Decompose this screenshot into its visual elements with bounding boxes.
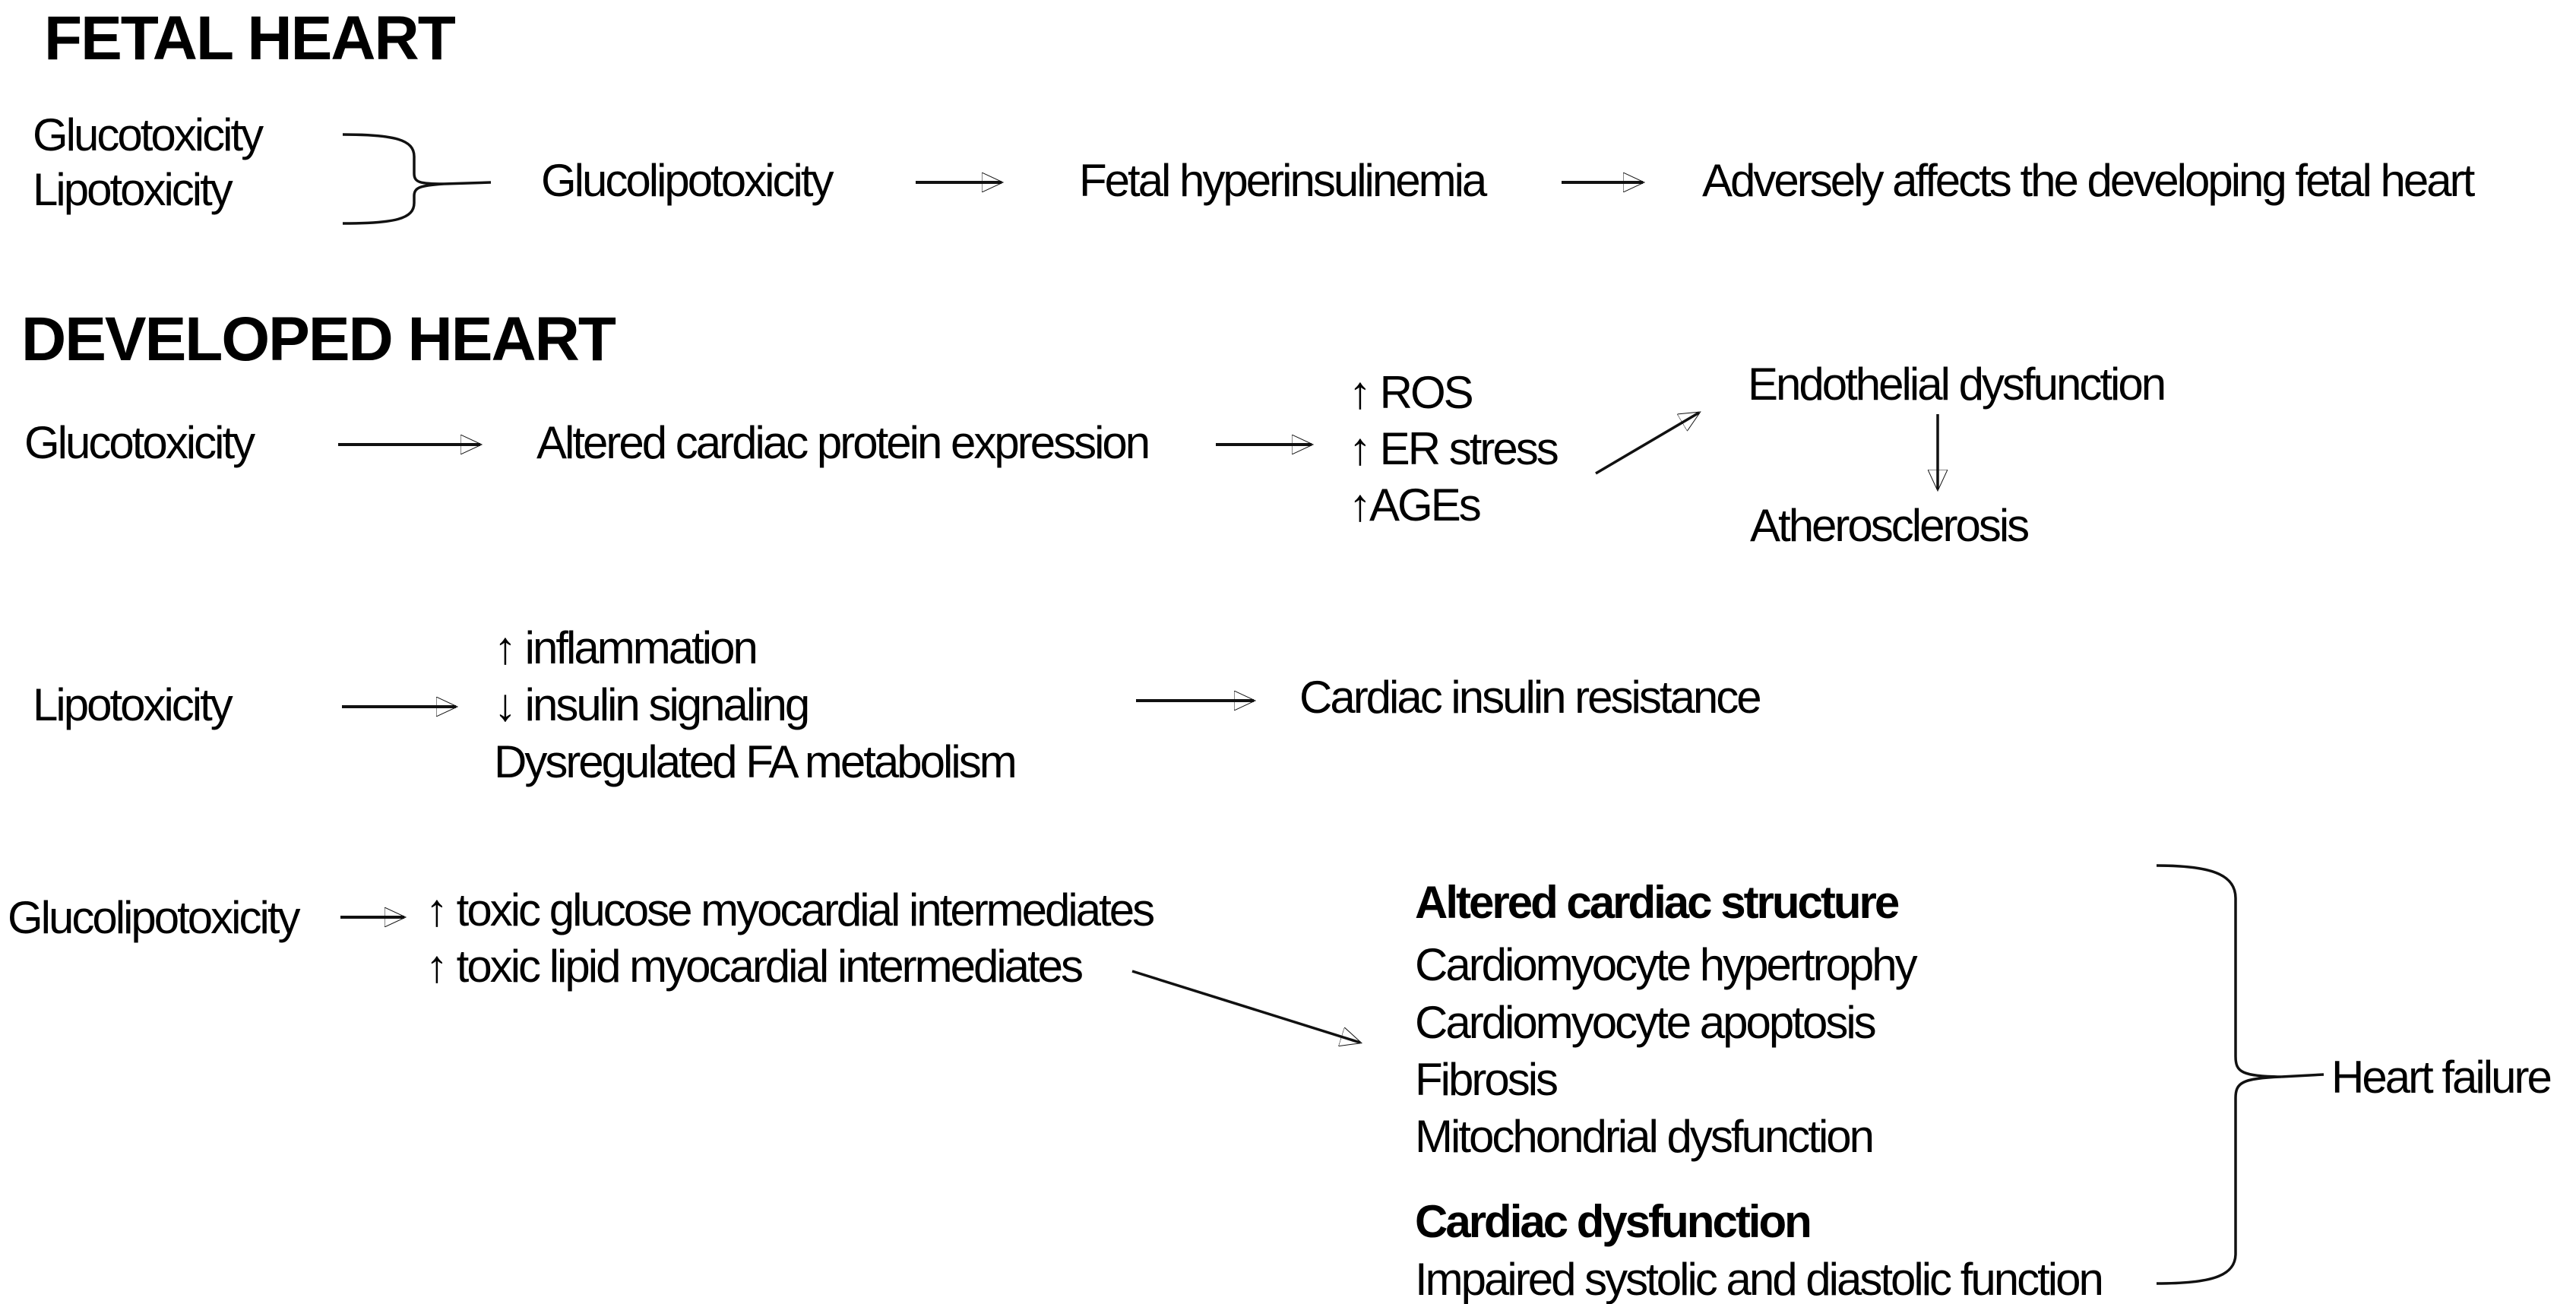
cardiomyocyte-hypertrophy-label: Cardiomyocyte hypertrophy [1415,939,1918,990]
fetal-outcome-label: Adversely affects the developing fetal h… [1702,155,2475,206]
developed-glucolipotoxicity-label: Glucolipotoxicity [8,892,301,943]
developed-lipotoxicity-label: Lipotoxicity [33,679,233,730]
fetal-glucolipotoxicity-label: Glucolipotoxicity [541,155,834,206]
impaired-function-label: Impaired systolic and diastolic function [1415,1254,2104,1304]
fetal-lipotoxicity-label: Lipotoxicity [33,164,233,215]
fetal-heart-title: FETAL HEART [44,4,456,73]
cardiac-dysfunction-header: Cardiac dysfunction [1415,1196,1812,1247]
fibrosis-label: Fibrosis [1415,1054,1559,1105]
ros-effect-label: ↑ ROS [1349,367,1474,418]
ages-effect-label: ↑AGEs [1349,480,1482,530]
altered-cardiac-structure-header: Altered cardiac structure [1415,877,1900,928]
cardiac-insulin-resistance-label: Cardiac insulin resistance [1299,672,1762,723]
endothelial-dysfunction-label: Endothelial dysfunction [1748,359,2166,410]
arrow-effects-to-endothelial-dysfunction [1595,413,1699,475]
inflammation-effect-label: ↑ inflammation [494,622,758,673]
arrow-intermediates-to-cardiac-structure [1131,970,1360,1043]
atherosclerosis-label: Atherosclerosis [1750,500,2030,551]
toxic-lipid-intermediates-label: ↑ toxic lipid myocardial intermediates [426,941,1084,992]
er-stress-effect-label: ↑ ER stress [1349,423,1559,474]
altered-protein-expression-label: Altered cardiac protein expression [536,417,1150,468]
mitochondrial-dysfunction-label: Mitochondrial dysfunction [1415,1111,1875,1162]
developed-glucotoxicity-label: Glucotoxicity [24,417,255,468]
fetal-brace-connector-line [443,181,492,185]
fetal-glucotoxicity-label: Glucotoxicity [33,109,264,160]
heart-failure-brace-connector-line [2280,1073,2324,1078]
toxic-glucose-intermediates-label: ↑ toxic glucose myocardial intermediates [426,885,1155,935]
cardiomyocyte-apoptosis-label: Cardiomyocyte apoptosis [1415,997,1877,1048]
insulin-signaling-effect-label: ↓ insulin signaling [494,679,810,730]
fetal-inputs-brace [342,133,445,225]
fa-metabolism-effect-label: Dysregulated FA metabolism [494,736,1017,787]
heart-failure-label: Heart failure [2331,1052,2552,1103]
heart-failure-brace [2156,864,2282,1285]
fetal-hyperinsulinemia-label: Fetal hyperinsulinemia [1079,155,1487,206]
developed-heart-title: DEVELOPED HEART [21,305,616,374]
